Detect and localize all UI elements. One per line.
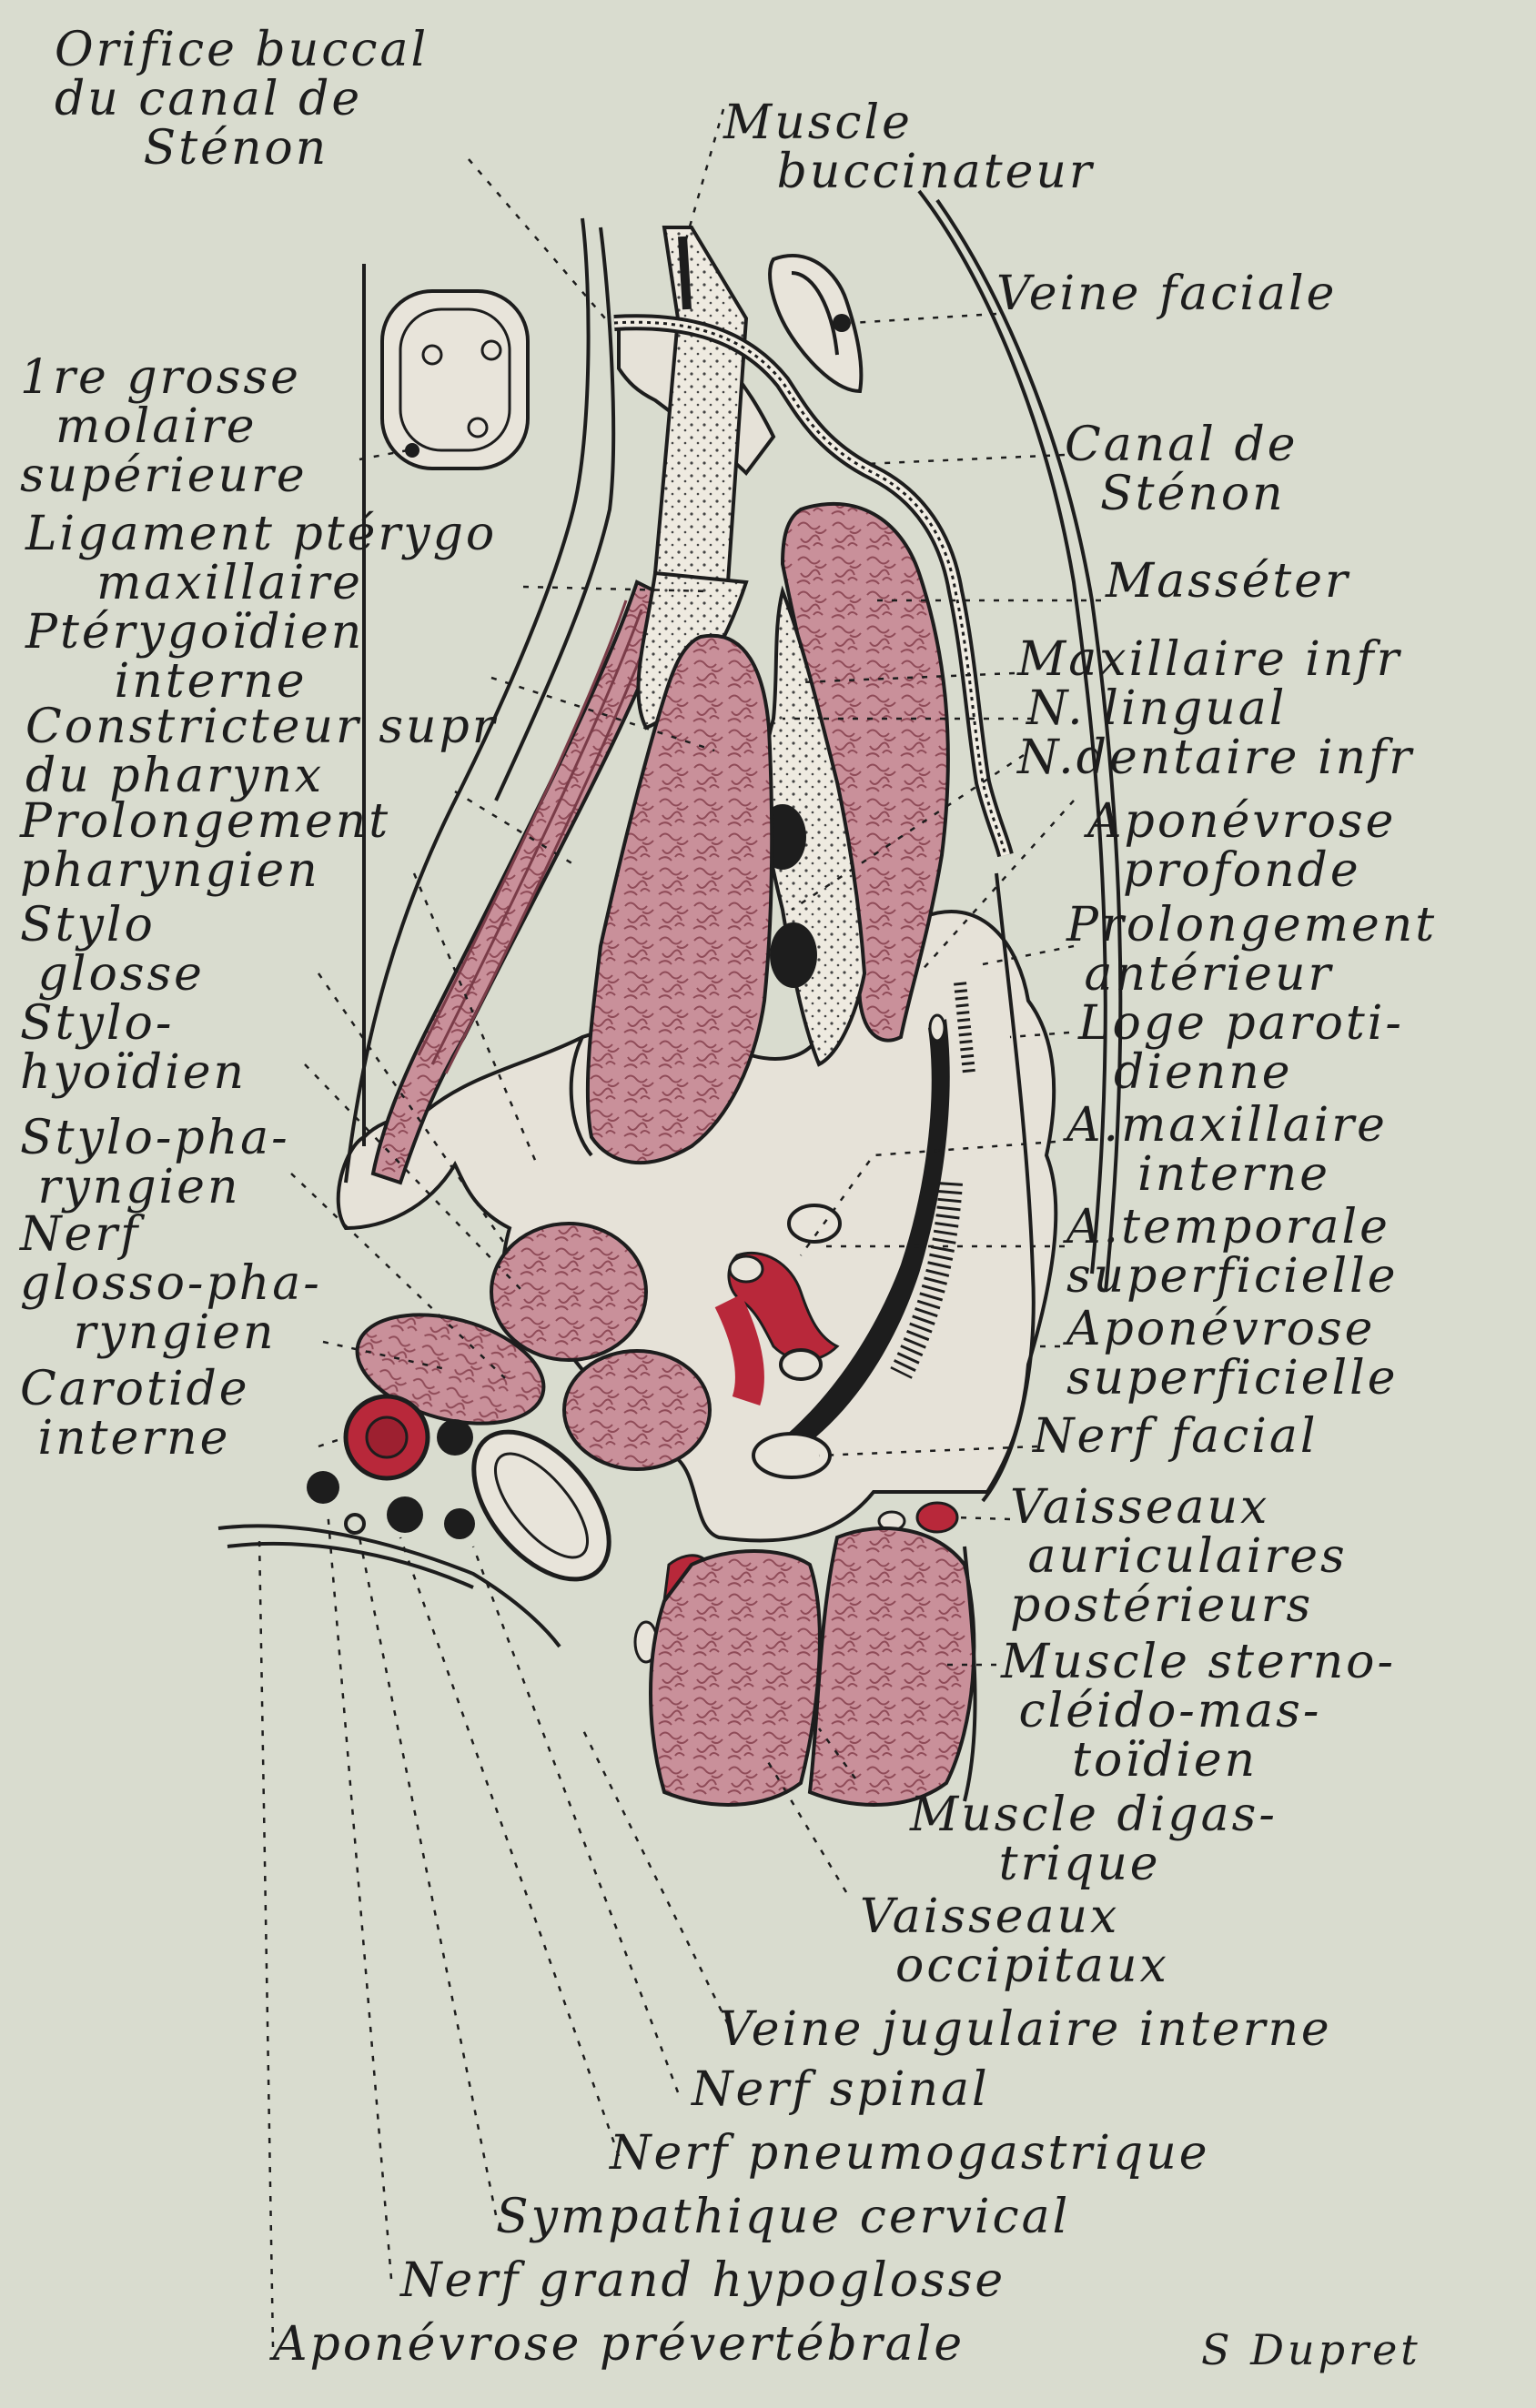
- label-n-dentaire: N.dentaire infr: [1017, 733, 1414, 782]
- label-sympathique: Sympathique cervical: [496, 2192, 1070, 2242]
- label-nerf-facial: Nerf facial: [1033, 1412, 1319, 1461]
- label-maxillaire-inf: Maxillaire infr: [1017, 635, 1401, 684]
- label-masseter: Masséter: [1106, 557, 1350, 606]
- label-vaisseaux-occipitaux: Vaisseaux occipitaux: [860, 1892, 1169, 1990]
- label-veine-jugulaire: Veine jugulaire interne: [719, 2005, 1332, 2054]
- label-a-maxillaire-interne: A.maxillaire interne: [1066, 1101, 1388, 1199]
- digastric-muscle: [651, 1551, 820, 1805]
- label-prolongement-pharyngien: Prolongement pharyngien: [20, 797, 390, 895]
- label-stylo-pharyngien: Stylo-pha- ryngien: [20, 1113, 290, 1212]
- sternocleidomastoid-muscle: [810, 1528, 975, 1805]
- label-aponevrose-prevertebrale: Aponévrose prévertébrale: [273, 2320, 965, 2369]
- label-loge-parotidienne: Loge paroti- dienne: [1078, 999, 1404, 1097]
- label-n-lingual: N. lingual: [1026, 684, 1287, 733]
- label-orifice-buccal: Orifice buccal du canal de Sténon: [55, 25, 429, 173]
- label-carotide: Carotide interne: [20, 1365, 250, 1463]
- artist-signature: S Dupret: [1201, 2325, 1421, 2374]
- label-a-temporale: A.temporale superficielle: [1066, 1203, 1399, 1301]
- label-aponevrose-superficielle: Aponévrose superficielle: [1066, 1305, 1399, 1403]
- label-nerf-pneumogastrique: Nerf pneumogastrique: [610, 2129, 1209, 2178]
- dental-nerve: [770, 922, 817, 988]
- label-prolongement-anterieur: Prolongement antérieur: [1066, 901, 1437, 999]
- label-nerf-glosso: Nerf glosso-pha- ryngien: [20, 1210, 322, 1357]
- label-grosse-molaire: 1re grosse molaire supérieure: [20, 353, 308, 500]
- label-vaisseaux-auriculaires: Vaisseaux auriculaires postérieurs: [1010, 1483, 1348, 1630]
- stylo-glossus-muscle: [491, 1224, 646, 1360]
- label-muscle-buccinateur: Muscle buccinateur: [723, 98, 1095, 196]
- label-canal-stenon: Canal de Sténon: [1065, 420, 1299, 519]
- label-aponevrose-profonde: Aponévrose profonde: [1087, 797, 1396, 895]
- label-nerf-spinal: Nerf spinal: [692, 2065, 990, 2114]
- label-stylo-hyoidien: Stylo- hyoïdien: [20, 999, 247, 1097]
- upper-molar: [382, 291, 528, 469]
- stylo-pharyngeus-muscle: [564, 1351, 710, 1469]
- sympathetic-ganglion: [346, 1515, 364, 1533]
- label-nerf-hypoglosse: Nerf grand hypoglosse: [400, 2256, 1005, 2305]
- label-digastrique: Muscle digas- trique: [910, 1790, 1278, 1889]
- label-sterno: Muscle sterno- cléido-mas- toïdien: [1001, 1637, 1396, 1785]
- internal-carotid: [346, 1396, 428, 1478]
- label-veine-faciale: Veine faciale: [996, 269, 1337, 318]
- label-constricteur: Constricteur supr du pharynx: [25, 702, 498, 801]
- label-pterygoidien: Ptérygoïdien interne: [25, 608, 364, 706]
- label-stylo-glosse: Stylo glosse: [20, 901, 205, 999]
- label-ligament-pterygo: Ligament ptérygo maxillaire: [25, 509, 497, 608]
